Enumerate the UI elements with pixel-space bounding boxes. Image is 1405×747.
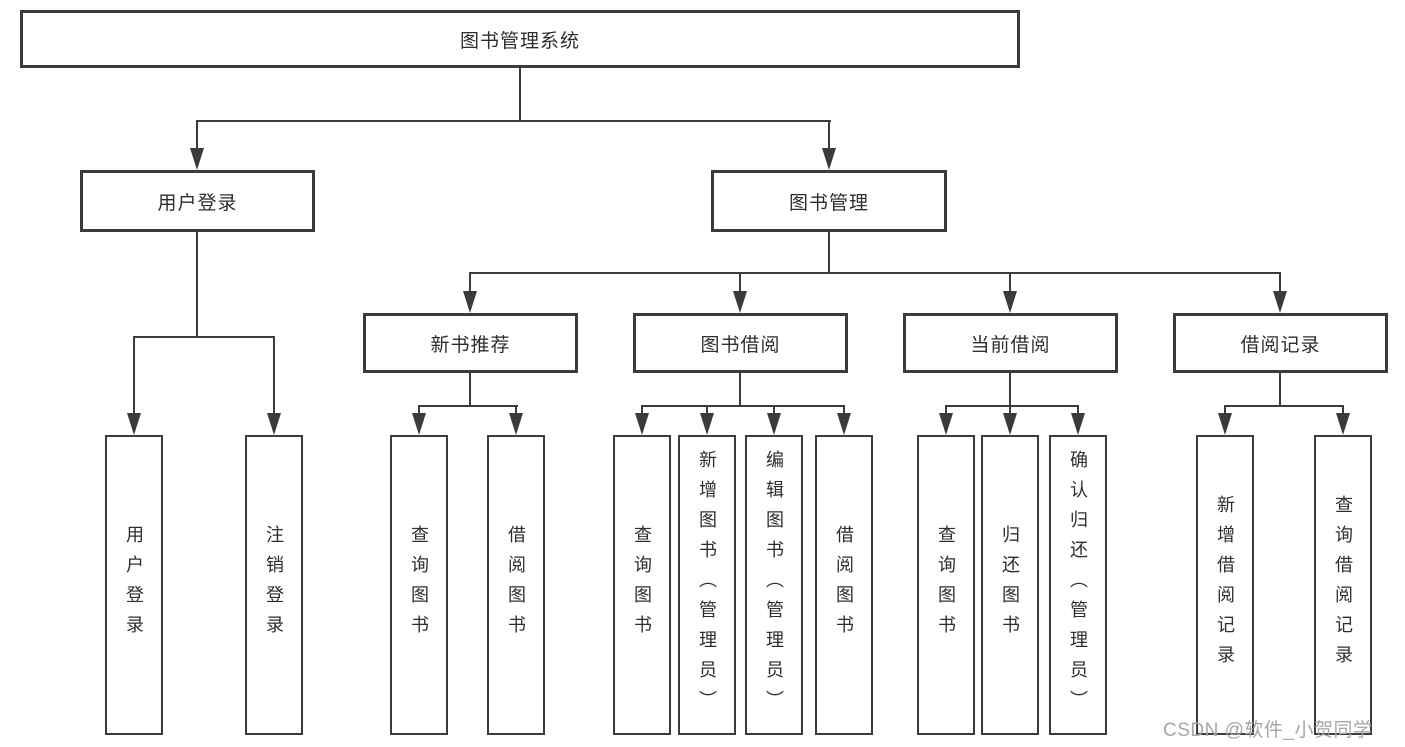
leaf-label: 查询图书: [409, 525, 429, 645]
connector-stem: [843, 405, 845, 417]
node-user-login-branch: 用户登录: [80, 170, 315, 232]
leaf-bb-query-books: 查询图书: [613, 435, 671, 735]
arrowhead-down-icon: [767, 413, 781, 435]
arrowhead-down-icon: [635, 413, 649, 435]
connector-stem: [469, 272, 471, 294]
node-label: 新书推荐: [430, 334, 511, 356]
arrowhead-down-icon: [1003, 291, 1017, 313]
leaf-cb-query-books: 查询图书: [917, 435, 975, 735]
node-label: 借阅记录: [1240, 334, 1321, 356]
connector-stem: [1009, 405, 1011, 417]
leaf-bb-edit-books: 编辑图书（管理员）: [745, 435, 803, 735]
leaf-label: 新增借阅记录: [1215, 495, 1235, 675]
node-label: 图书管理系统: [459, 30, 580, 52]
connector-stem: [945, 405, 947, 417]
connector-bus: [945, 405, 1079, 407]
node-root-system: 图书管理系统: [20, 10, 1020, 68]
leaf-label: 新增图书（管理员）: [697, 450, 717, 720]
arrowhead-down-icon: [509, 413, 523, 435]
node-current-borrowing: 当前借阅: [903, 313, 1118, 373]
connector-bookmgmt-stub: [828, 232, 830, 272]
connector-stub: [739, 373, 741, 405]
arrowhead-down-icon: [939, 413, 953, 435]
csdn-watermark: CSDN @软件_小贺同学: [1163, 720, 1373, 741]
connector-stem: [1077, 405, 1079, 417]
connector-stub: [1009, 373, 1011, 405]
leaf-label: 查询图书: [936, 525, 956, 645]
leaf-cb-confirm-return: 确认归还（管理员）: [1049, 435, 1107, 735]
arrowhead-down-icon: [1218, 413, 1232, 435]
arrowhead-down-icon: [127, 413, 141, 435]
connector-stem: [515, 405, 517, 417]
node-label: 当前借阅: [970, 334, 1051, 356]
connector-root-bus: [196, 120, 831, 122]
leaf-logout: 注销登录: [245, 435, 303, 735]
leaf-user-login: 用户登录: [105, 435, 163, 735]
connector-stem: [706, 405, 708, 417]
connector-stub: [1279, 373, 1281, 405]
connector-stem: [418, 405, 420, 417]
connector-stem: [1342, 405, 1344, 417]
arrowhead-down-icon: [1273, 291, 1287, 313]
arrowhead-down-icon: [463, 291, 477, 313]
node-borrowing-records: 借阅记录: [1173, 313, 1388, 373]
leaf-br-add-record: 新增借阅记录: [1196, 435, 1254, 735]
arrowhead-down-icon: [1003, 413, 1017, 435]
connector-stem: [273, 336, 275, 418]
arrowhead-down-icon: [1336, 413, 1350, 435]
connector-stem: [773, 405, 775, 417]
connector-stem: [133, 336, 135, 418]
arrowhead-down-icon: [1071, 413, 1085, 435]
connector-stem: [1224, 405, 1226, 417]
connector-bookmgmt-bus: [469, 272, 1281, 274]
connector-stem: [739, 272, 741, 294]
leaf-label: 借阅图书: [834, 525, 854, 645]
leaf-nbr-borrow-books: 借阅图书: [487, 435, 545, 735]
connector-bus: [641, 405, 845, 407]
node-label: 图书借阅: [700, 334, 781, 356]
connector-stub: [469, 373, 471, 405]
leaf-label: 归还图书: [1000, 525, 1020, 645]
arrowhead-down-icon: [837, 413, 851, 435]
node-label: 用户登录: [157, 192, 238, 214]
node-label: 图书管理: [788, 192, 869, 214]
arrowhead-down-icon: [700, 413, 714, 435]
node-book-management: 图书管理: [711, 170, 947, 232]
arrowhead-down-icon: [733, 291, 747, 313]
leaf-cb-return-books: 归还图书: [981, 435, 1039, 735]
arrowhead-down-icon: [822, 148, 836, 170]
arrowhead-down-icon: [190, 148, 204, 170]
connector-stem: [1279, 272, 1281, 294]
connector-stem: [196, 120, 198, 152]
connector-root-stub: [519, 68, 521, 122]
connector-userlogin-bus: [133, 336, 275, 338]
arrowhead-down-icon: [412, 413, 426, 435]
connector-stem: [641, 405, 643, 417]
connector-stem: [828, 120, 830, 152]
leaf-label: 确认归还（管理员）: [1068, 450, 1088, 720]
connector-bus: [1224, 405, 1344, 407]
leaf-bb-borrow-books: 借阅图书: [815, 435, 873, 735]
leaf-bb-add-books: 新增图书（管理员）: [678, 435, 736, 735]
connector-stem: [1009, 272, 1011, 294]
leaf-label: 编辑图书（管理员）: [764, 450, 784, 720]
leaf-label: 注销登录: [264, 525, 284, 645]
arrowhead-down-icon: [267, 413, 281, 435]
leaf-label: 查询借阅记录: [1333, 495, 1353, 675]
connector-bus: [418, 405, 518, 407]
node-book-borrowing: 图书借阅: [633, 313, 848, 373]
connector-userlogin-stub: [196, 232, 198, 336]
leaf-label: 查询图书: [632, 525, 652, 645]
leaf-nbr-query-books: 查询图书: [390, 435, 448, 735]
node-new-book-recommend: 新书推荐: [363, 313, 578, 373]
leaf-label: 借阅图书: [506, 525, 526, 645]
leaf-label: 用户登录: [124, 525, 144, 645]
leaf-br-query-record: 查询借阅记录: [1314, 435, 1372, 735]
